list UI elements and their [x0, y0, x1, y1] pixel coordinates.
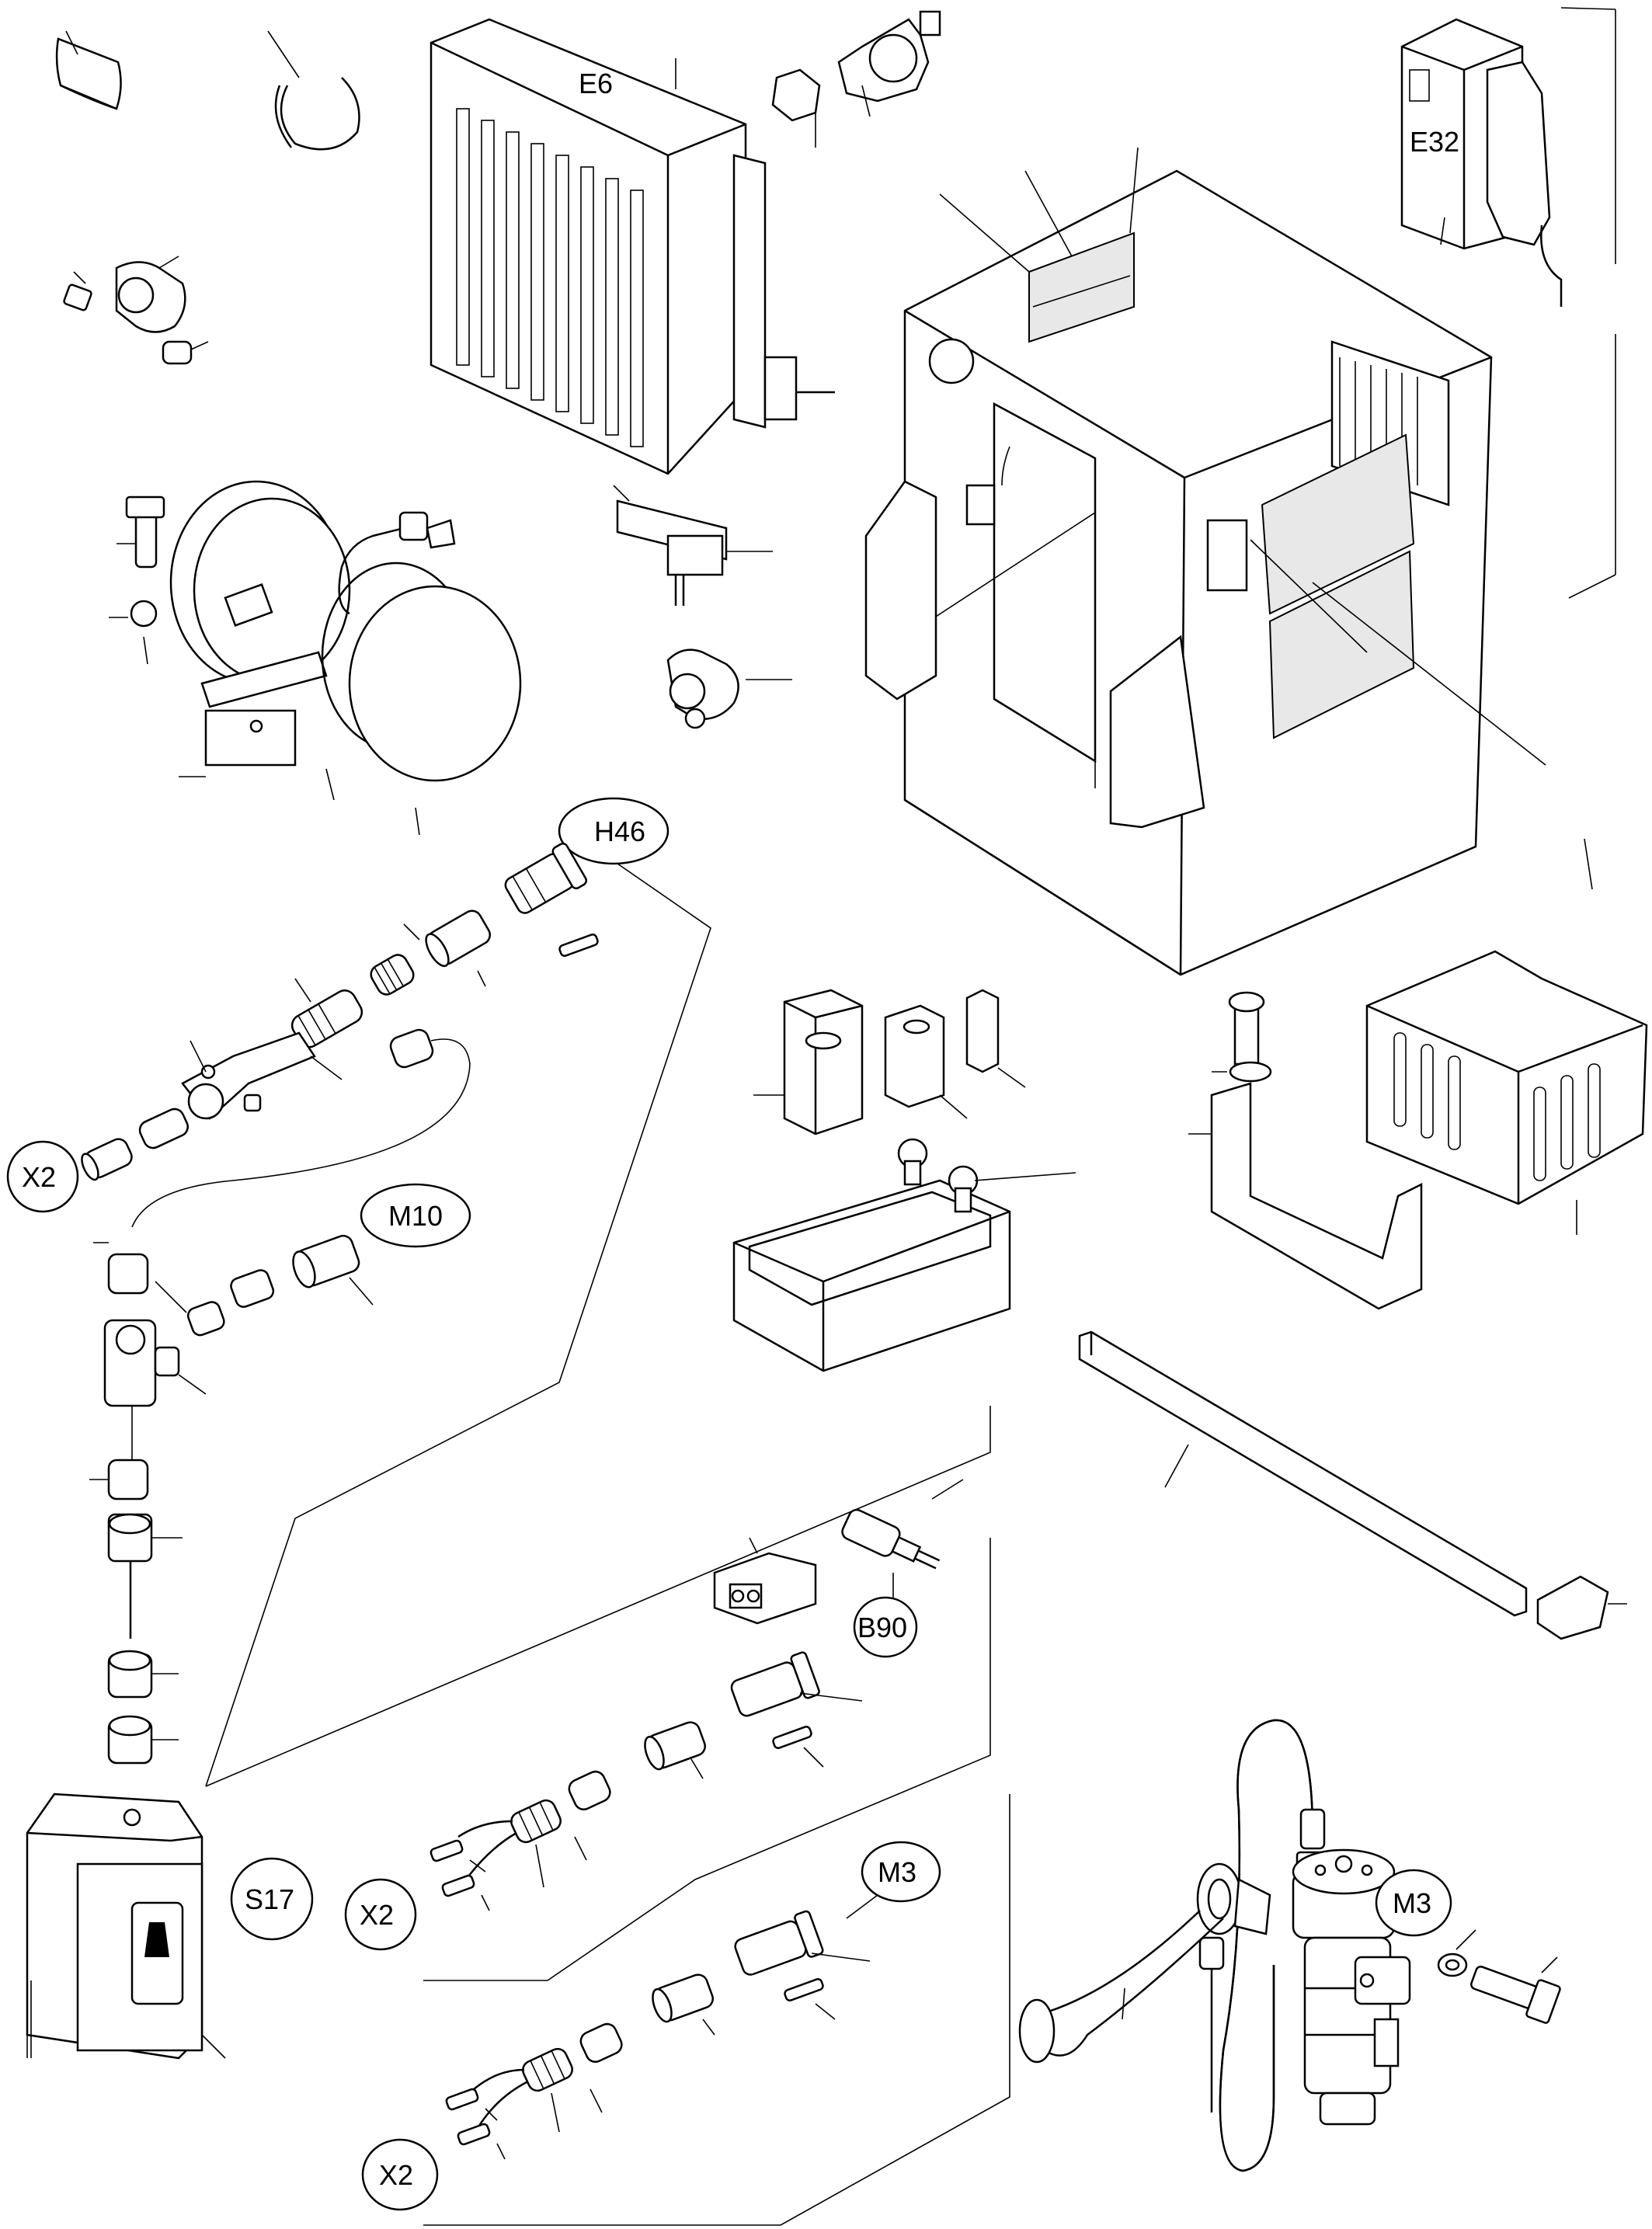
- cabin-overview: [864, 7, 1616, 976]
- label-m3-bubble-1: M3: [878, 1856, 916, 1888]
- mounting-rail: [1078, 1330, 1627, 1640]
- cable-clamp-mid: [666, 649, 792, 729]
- label-x2-bubble-3: X2: [379, 2159, 413, 2191]
- cable-tie: [267, 30, 360, 151]
- m3-compressor-horn: M3: [1018, 1719, 1561, 2172]
- label-x2-bubble-2: X2: [360, 1899, 394, 1931]
- h46-horn-assembly: [109, 480, 522, 836]
- hose-part: [55, 30, 122, 110]
- label-m10-bubble: M10: [388, 1200, 443, 1232]
- label-m3-bubble-2: M3: [1393, 1887, 1431, 1919]
- connector-housing: [613, 485, 773, 606]
- cable-clamp-top: [63, 256, 209, 365]
- label-e32-top: E32: [1410, 126, 1459, 158]
- label-h46-bubble: H46: [594, 815, 645, 847]
- h46-connector-chain: H46: [6, 797, 711, 1787]
- b90-connector-chain: X2: [344, 1538, 991, 1981]
- tank-bracket: [1188, 991, 1423, 1310]
- e6-heater-box: E6: [430, 18, 835, 475]
- breather-valve: [771, 10, 941, 148]
- label-e6-top: E6: [579, 68, 613, 99]
- label-x2-bubble-1: X2: [22, 1161, 56, 1193]
- storage-box: [1365, 950, 1648, 1235]
- b90-sensor: B90: [713, 1479, 964, 1658]
- m10-connector-chain: M10: [89, 1183, 471, 1765]
- label-b90-bubble: B90: [857, 1612, 907, 1643]
- label-s17-bubble: S17: [245, 1883, 294, 1915]
- e32-module-top: E32: [1400, 18, 1563, 307]
- m3-connector-chain: M3 X2: [361, 1794, 1010, 2226]
- water-tank: [732, 989, 1076, 1372]
- s17-switch-box: S17: [26, 1406, 991, 2060]
